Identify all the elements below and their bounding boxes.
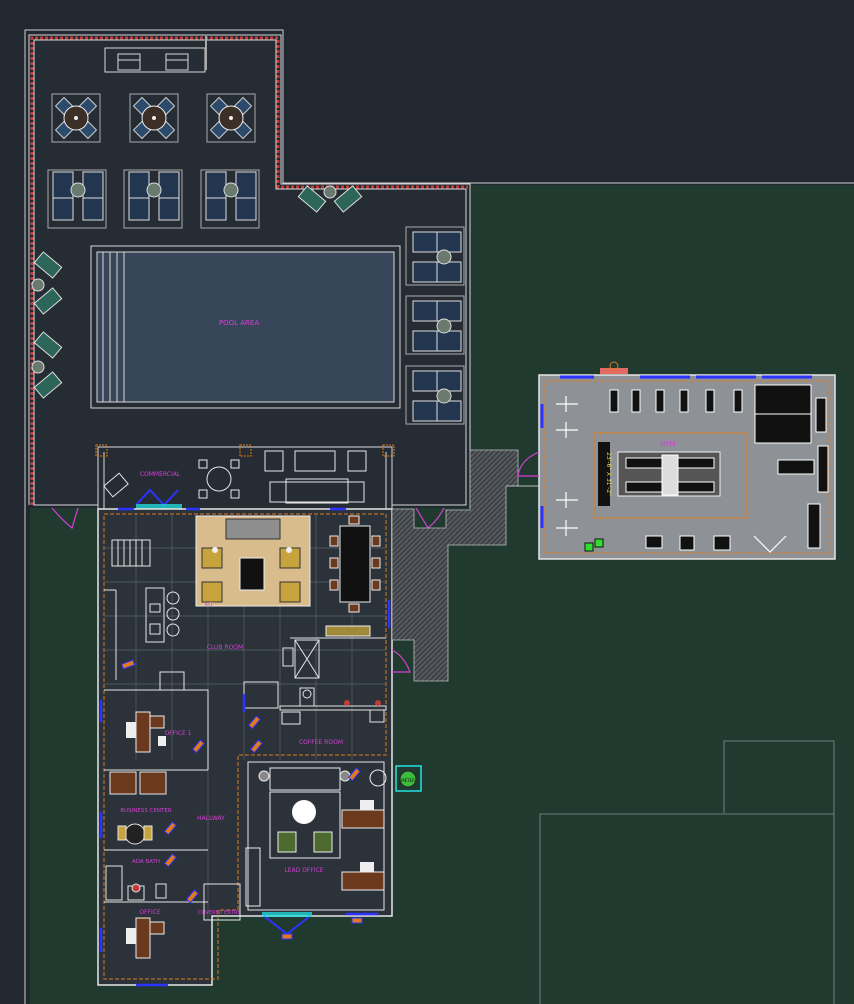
label-kitchen: KIT: [205, 602, 214, 608]
label-gym-dimensions: 23'-6" X 31'-2": [605, 452, 612, 496]
gym-exterior-marker: [609, 361, 619, 371]
kitchen: [104, 539, 209, 770]
patio-columns: [95, 444, 395, 457]
coffee-item-1: [344, 700, 350, 706]
door-threshold: [136, 504, 182, 510]
label-pool-area: POOL AREA: [219, 319, 259, 327]
side-door-swing: [391, 649, 411, 673]
office-1: [104, 711, 208, 771]
label-club-room: CLUB ROOM: [207, 644, 243, 651]
entry-threshold: [262, 912, 312, 917]
coffee-item-2: [375, 700, 381, 706]
label-ada-bath: ADA BATH: [132, 859, 160, 865]
grill-1: [117, 53, 141, 71]
label-hallway: HALLWAY: [197, 815, 225, 822]
lounger-left-1: [31, 251, 63, 315]
meter-label: METER: [401, 778, 415, 783]
site-boundary: [24, 29, 854, 1004]
entry-vestibule: [203, 883, 241, 921]
gym-exterior-light: [600, 368, 628, 374]
dining-table: [329, 515, 381, 613]
lounger-pair-3: [200, 169, 260, 229]
office-2: [126, 917, 165, 959]
lounger-right-2: [405, 295, 465, 355]
label-coffee-room: COFFEE ROOM: [299, 739, 343, 746]
umbrella-table-2: [129, 93, 179, 143]
umbrella-table-1: [51, 93, 101, 143]
parcel-outline-1: [723, 740, 835, 1004]
door-hardware: [121, 659, 363, 940]
label-lead-office: LEAD OFFICE: [284, 867, 323, 874]
clubhouse-dash: [103, 513, 387, 980]
grill-2: [165, 53, 189, 71]
brick-fence: [30, 36, 468, 505]
fence-outer: [28, 34, 471, 508]
coffee-table: [281, 711, 301, 725]
label-office-2: OFFICE: [139, 909, 161, 916]
lead-office: [245, 761, 387, 911]
gym-door-swing: [517, 451, 540, 477]
label-business-center: BUSINESS CENTER: [120, 808, 171, 814]
gym-green-box-1: [584, 542, 594, 552]
label-gym: GYM: [660, 440, 675, 448]
patio-furniture: [103, 450, 367, 504]
meter-box: [395, 765, 422, 792]
gate-left: [51, 507, 79, 530]
lounger-angled-top: [297, 185, 363, 213]
gym-doors: [540, 375, 812, 528]
label-office-1: OFFICE 1: [164, 730, 191, 737]
meter-dial: [399, 770, 417, 788]
gym-dim-bg: [598, 442, 610, 506]
gym-green-box-2: [594, 538, 604, 548]
lounger-right-3: [405, 365, 465, 425]
credenza: [325, 625, 371, 637]
lounger-left-2: [31, 331, 63, 399]
umbrella-table-3: [206, 93, 256, 143]
label-covered-entry: COVERED ENTRY: [198, 910, 241, 916]
interior-doors: [99, 507, 391, 987]
lounger-right-1: [405, 226, 465, 286]
gym-machines-left: [556, 396, 787, 553]
lounge-seating: [195, 515, 311, 607]
business-center: [104, 771, 208, 851]
lounger-pair-1: [47, 169, 107, 229]
covered-patio: [97, 446, 393, 510]
label-commercial: COMMERCIAL: [140, 471, 181, 478]
parcel-outline-2: [539, 813, 834, 1004]
patio-door: [135, 488, 179, 507]
gym-equipment: [609, 384, 829, 551]
pool: [90, 245, 401, 409]
lounger-pair-2: [123, 169, 183, 229]
